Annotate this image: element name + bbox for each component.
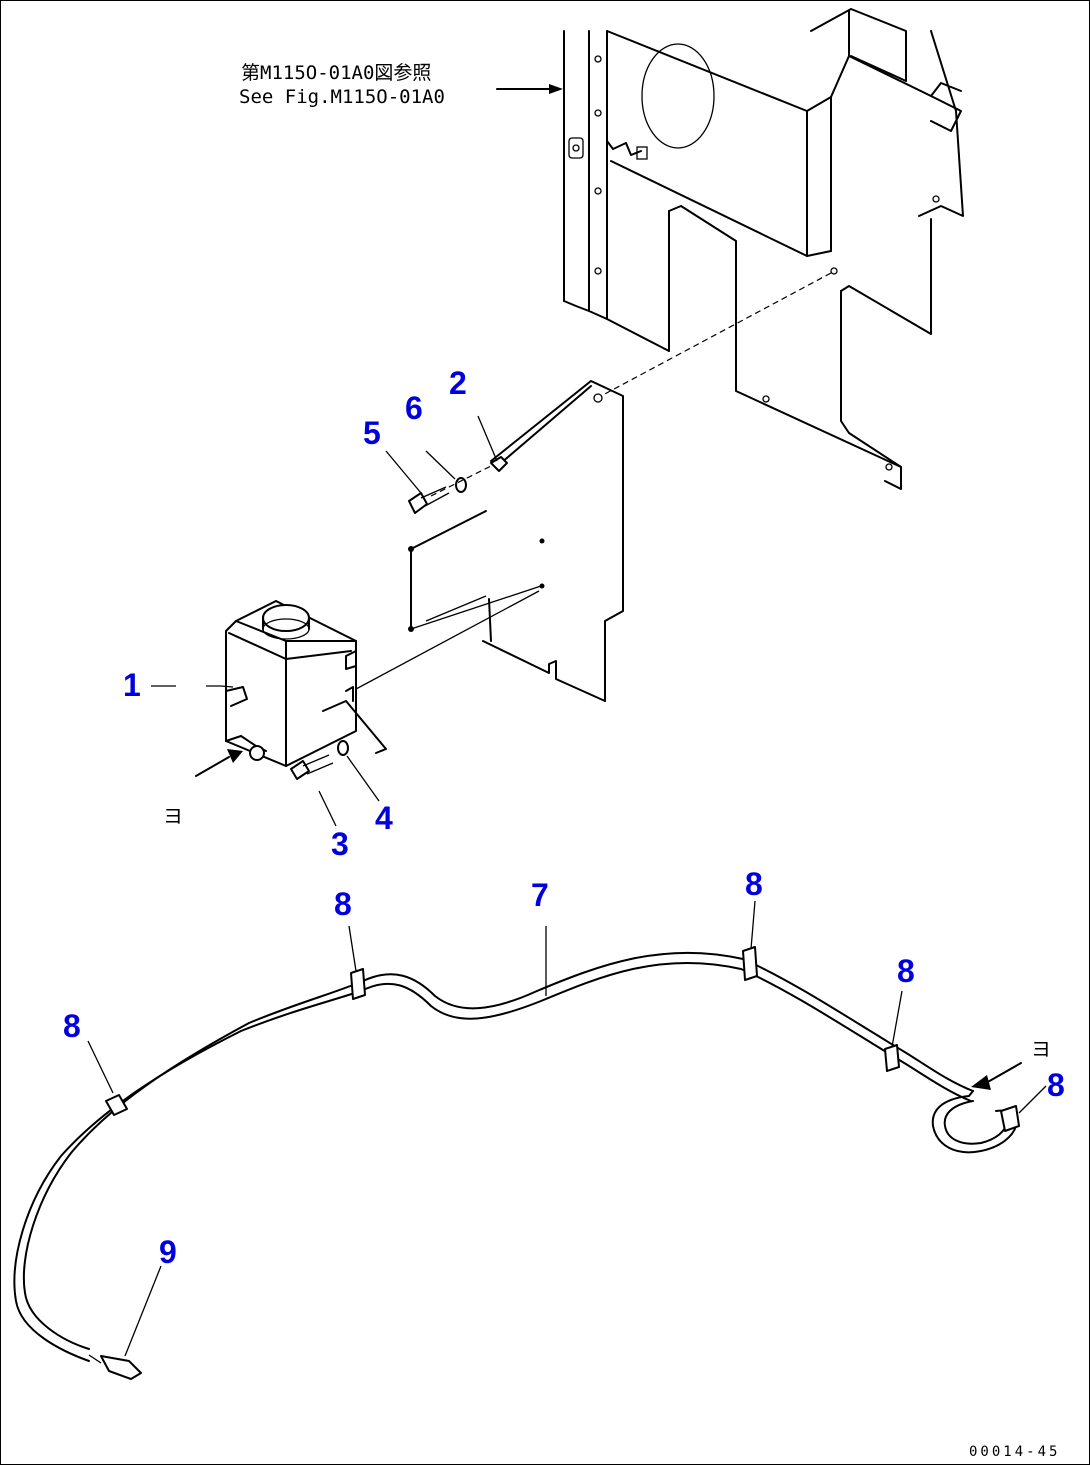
leader-lines xyxy=(87,415,1047,1357)
washer-nozzle xyxy=(88,1354,142,1380)
tank-mount-line xyxy=(355,590,540,690)
clamp-8a xyxy=(105,1094,128,1116)
marker-left-label: ヨ xyxy=(163,804,183,828)
arrow-marker-left xyxy=(195,749,243,777)
callout-2: 2 xyxy=(449,365,467,401)
clamp-8e xyxy=(1000,1105,1020,1132)
bolt-5 xyxy=(408,486,450,514)
clamp-8c xyxy=(742,946,758,981)
callout-6: 6 xyxy=(405,390,423,426)
nut-2 xyxy=(490,456,508,472)
reference-note-english: See Fig.M115O-01A0 xyxy=(239,86,445,108)
bolt-axis-line xyxy=(430,465,492,497)
clamp-8b xyxy=(350,968,366,1000)
mounting-bracket xyxy=(408,380,624,702)
callout-9: 9 xyxy=(159,1234,177,1270)
washer-hose xyxy=(13,951,1018,1362)
callout-8-right: 8 xyxy=(897,953,915,989)
callout-8-far-right: 8 xyxy=(1047,1067,1065,1103)
callout-8-far-left: 8 xyxy=(63,1008,81,1044)
washer-6 xyxy=(455,477,467,493)
callout-3: 3 xyxy=(331,826,349,862)
bolt-3 xyxy=(290,754,334,780)
callout-4: 4 xyxy=(375,800,393,836)
reference-note-japanese: 第M115O-01A0図参照 xyxy=(241,62,431,84)
mounting-line xyxy=(600,272,832,397)
callout-8-left: 8 xyxy=(334,886,352,922)
drawing-number: 00014-45 xyxy=(969,1444,1060,1460)
washer-tank xyxy=(225,600,387,767)
arrow-marker-right xyxy=(971,1062,1022,1090)
marker-right-label: ヨ xyxy=(1031,1037,1051,1061)
reference-arrow xyxy=(496,84,563,94)
callout-8-center: 8 xyxy=(745,866,763,902)
callout-1: 1 xyxy=(123,667,141,703)
washer-4 xyxy=(337,740,349,756)
callout-5: 5 xyxy=(363,415,381,451)
callout-7: 7 xyxy=(531,877,549,913)
clamp-8d xyxy=(884,1044,900,1072)
cab-frame xyxy=(563,8,964,490)
